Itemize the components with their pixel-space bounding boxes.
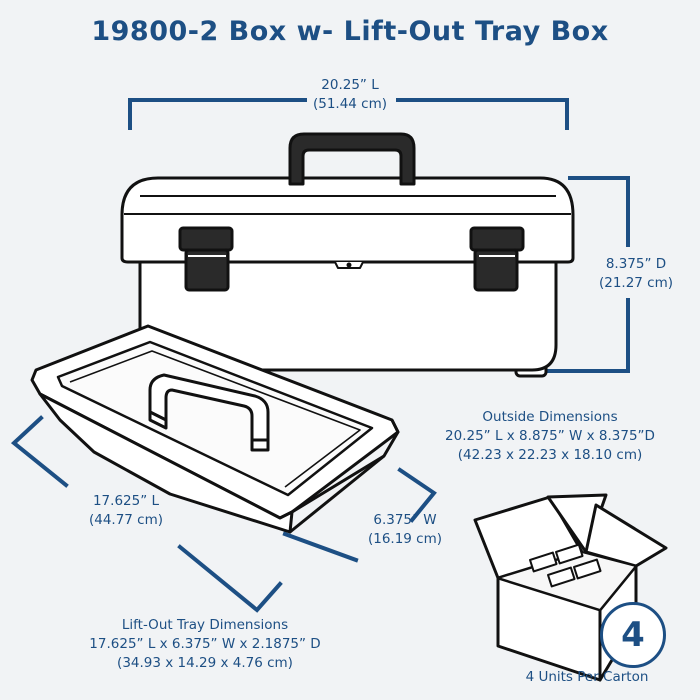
box-depth-bracket-lower — [543, 298, 630, 373]
tray-width-bracket — [397, 467, 437, 523]
tray-width-cm: (16.19 cm) — [367, 531, 443, 547]
toolbox-illustration — [120, 132, 575, 378]
tray-dimensions-block: Lift-Out Tray Dimensions 17.625” L x 6.3… — [10, 616, 400, 673]
box-length-cm: (51.44 cm) — [312, 96, 388, 112]
tray-width-inches: 6.375” W — [373, 512, 437, 528]
box-length-inches: 20.25” L — [321, 77, 379, 93]
outside-dimensions-cm: (42.23 x 22.23 x 18.10 cm) — [457, 447, 643, 463]
box-length-bracket — [128, 98, 307, 130]
outside-dimensions-heading: Outside Dimensions — [482, 409, 618, 425]
box-depth-inches: 8.375” D — [605, 256, 667, 272]
box-depth-cm: (21.27 cm) — [598, 275, 674, 291]
tray-dimensions-inches: 17.625” L x 6.375” W x 2.1875” D — [89, 636, 321, 652]
tray-dimensions-heading: Lift-Out Tray Dimensions — [121, 617, 289, 633]
box-depth-bracket — [568, 176, 630, 247]
carton-count-badge: 4 — [600, 602, 666, 668]
outside-dimensions-inches: 20.25” L x 8.875” W x 8.375”D — [445, 428, 655, 444]
dimension-lines — [10, 98, 630, 613]
page-title: 19800-2 Box w- Lift-Out Tray Box — [91, 16, 609, 47]
lift-out-tray-illustration — [30, 324, 400, 534]
box-length-bracket-right — [396, 98, 569, 130]
tray-width-bracket-lower — [282, 531, 359, 563]
tray-length-inches: 17.625” L — [92, 493, 160, 509]
tray-length-label: 17.625” L (44.77 cm) — [56, 492, 196, 530]
outside-dimensions-block: Outside Dimensions 20.25” L x 8.875” W x… — [400, 408, 700, 465]
tray-length-bracket-lower — [177, 544, 283, 613]
carton-label: 4 Units Per Carton — [525, 669, 649, 685]
tray-length-bracket — [10, 415, 69, 488]
shipping-carton-icon — [473, 493, 668, 682]
box-depth-label: 8.375” D (21.27 cm) — [572, 255, 700, 293]
tray-length-cm: (44.77 cm) — [88, 512, 164, 528]
tray-dimensions-cm: (34.93 x 14.29 x 4.76 cm) — [117, 655, 293, 671]
box-length-label: 20.25” L (51.44 cm) — [300, 76, 400, 114]
tray-width-label: 6.375” W (16.19 cm) — [345, 511, 465, 549]
